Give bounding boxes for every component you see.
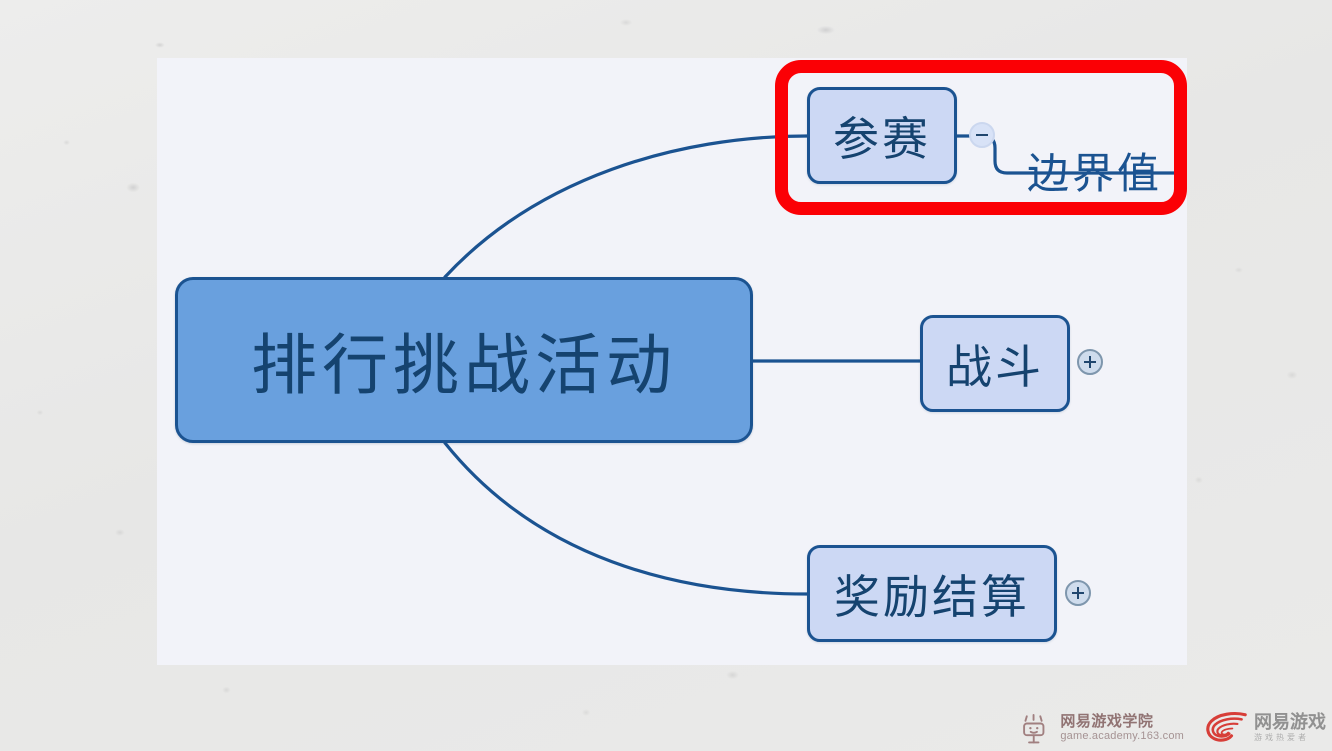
netease-academy-title: 网易游戏学院 [1060,712,1154,730]
central-node-label: 排行挑战活动 [251,330,677,403]
netease-academy-url: game.academy.163.com [1060,730,1184,743]
plus-glyph [1072,587,1084,599]
branch-node-canshai-label: 参赛 [833,113,931,165]
central-node[interactable]: 排行挑战活动 [175,277,753,443]
branch-node-jiangli[interactable]: 奖励结算 [807,545,1057,642]
netease-games-logo-icon [1204,711,1247,745]
leaf-node-bianjiezhi[interactable]: 边界值 [1027,140,1162,201]
leaf-node-bianjiezhi-label: 边界值 [1027,152,1163,198]
minus-glyph [976,129,988,141]
plus-glyph [1084,356,1096,368]
netease-academy-logo-icon [1016,710,1052,746]
netease-academy-logo-text: 网易游戏学院 game.academy.163.com [1060,712,1184,743]
expand-icon[interactable] [1065,580,1091,606]
footer-logos: 网易游戏学院 game.academy.163.com 网易游戏 游戏热爱者 [1016,710,1332,746]
netease-games-logo: 网易游戏 游戏热爱者 [1204,711,1326,745]
branch-node-jiangli-label: 奖励结算 [834,571,1030,623]
connector-central-to-jiangli [443,441,809,596]
branch-node-canshai[interactable]: 参赛 [807,87,957,184]
netease-games-subtitle: 游戏热爱者 [1254,733,1309,743]
branch-node-zhandou-label: 战斗 [946,341,1044,393]
collapse-icon[interactable] [969,122,995,148]
branch-node-zhandou[interactable]: 战斗 [920,315,1070,412]
mindmap-canvas[interactable]: 排行挑战活动 参赛 边界值 战斗 奖励结算 [157,58,1187,665]
netease-games-logo-text: 网易游戏 游戏热爱者 [1254,713,1326,742]
netease-academy-logo: 网易游戏学院 game.academy.163.com [1016,710,1184,746]
connector-central-to-canshai [443,134,809,279]
expand-icon[interactable] [1077,349,1103,375]
netease-games-title: 网易游戏 [1254,712,1326,733]
